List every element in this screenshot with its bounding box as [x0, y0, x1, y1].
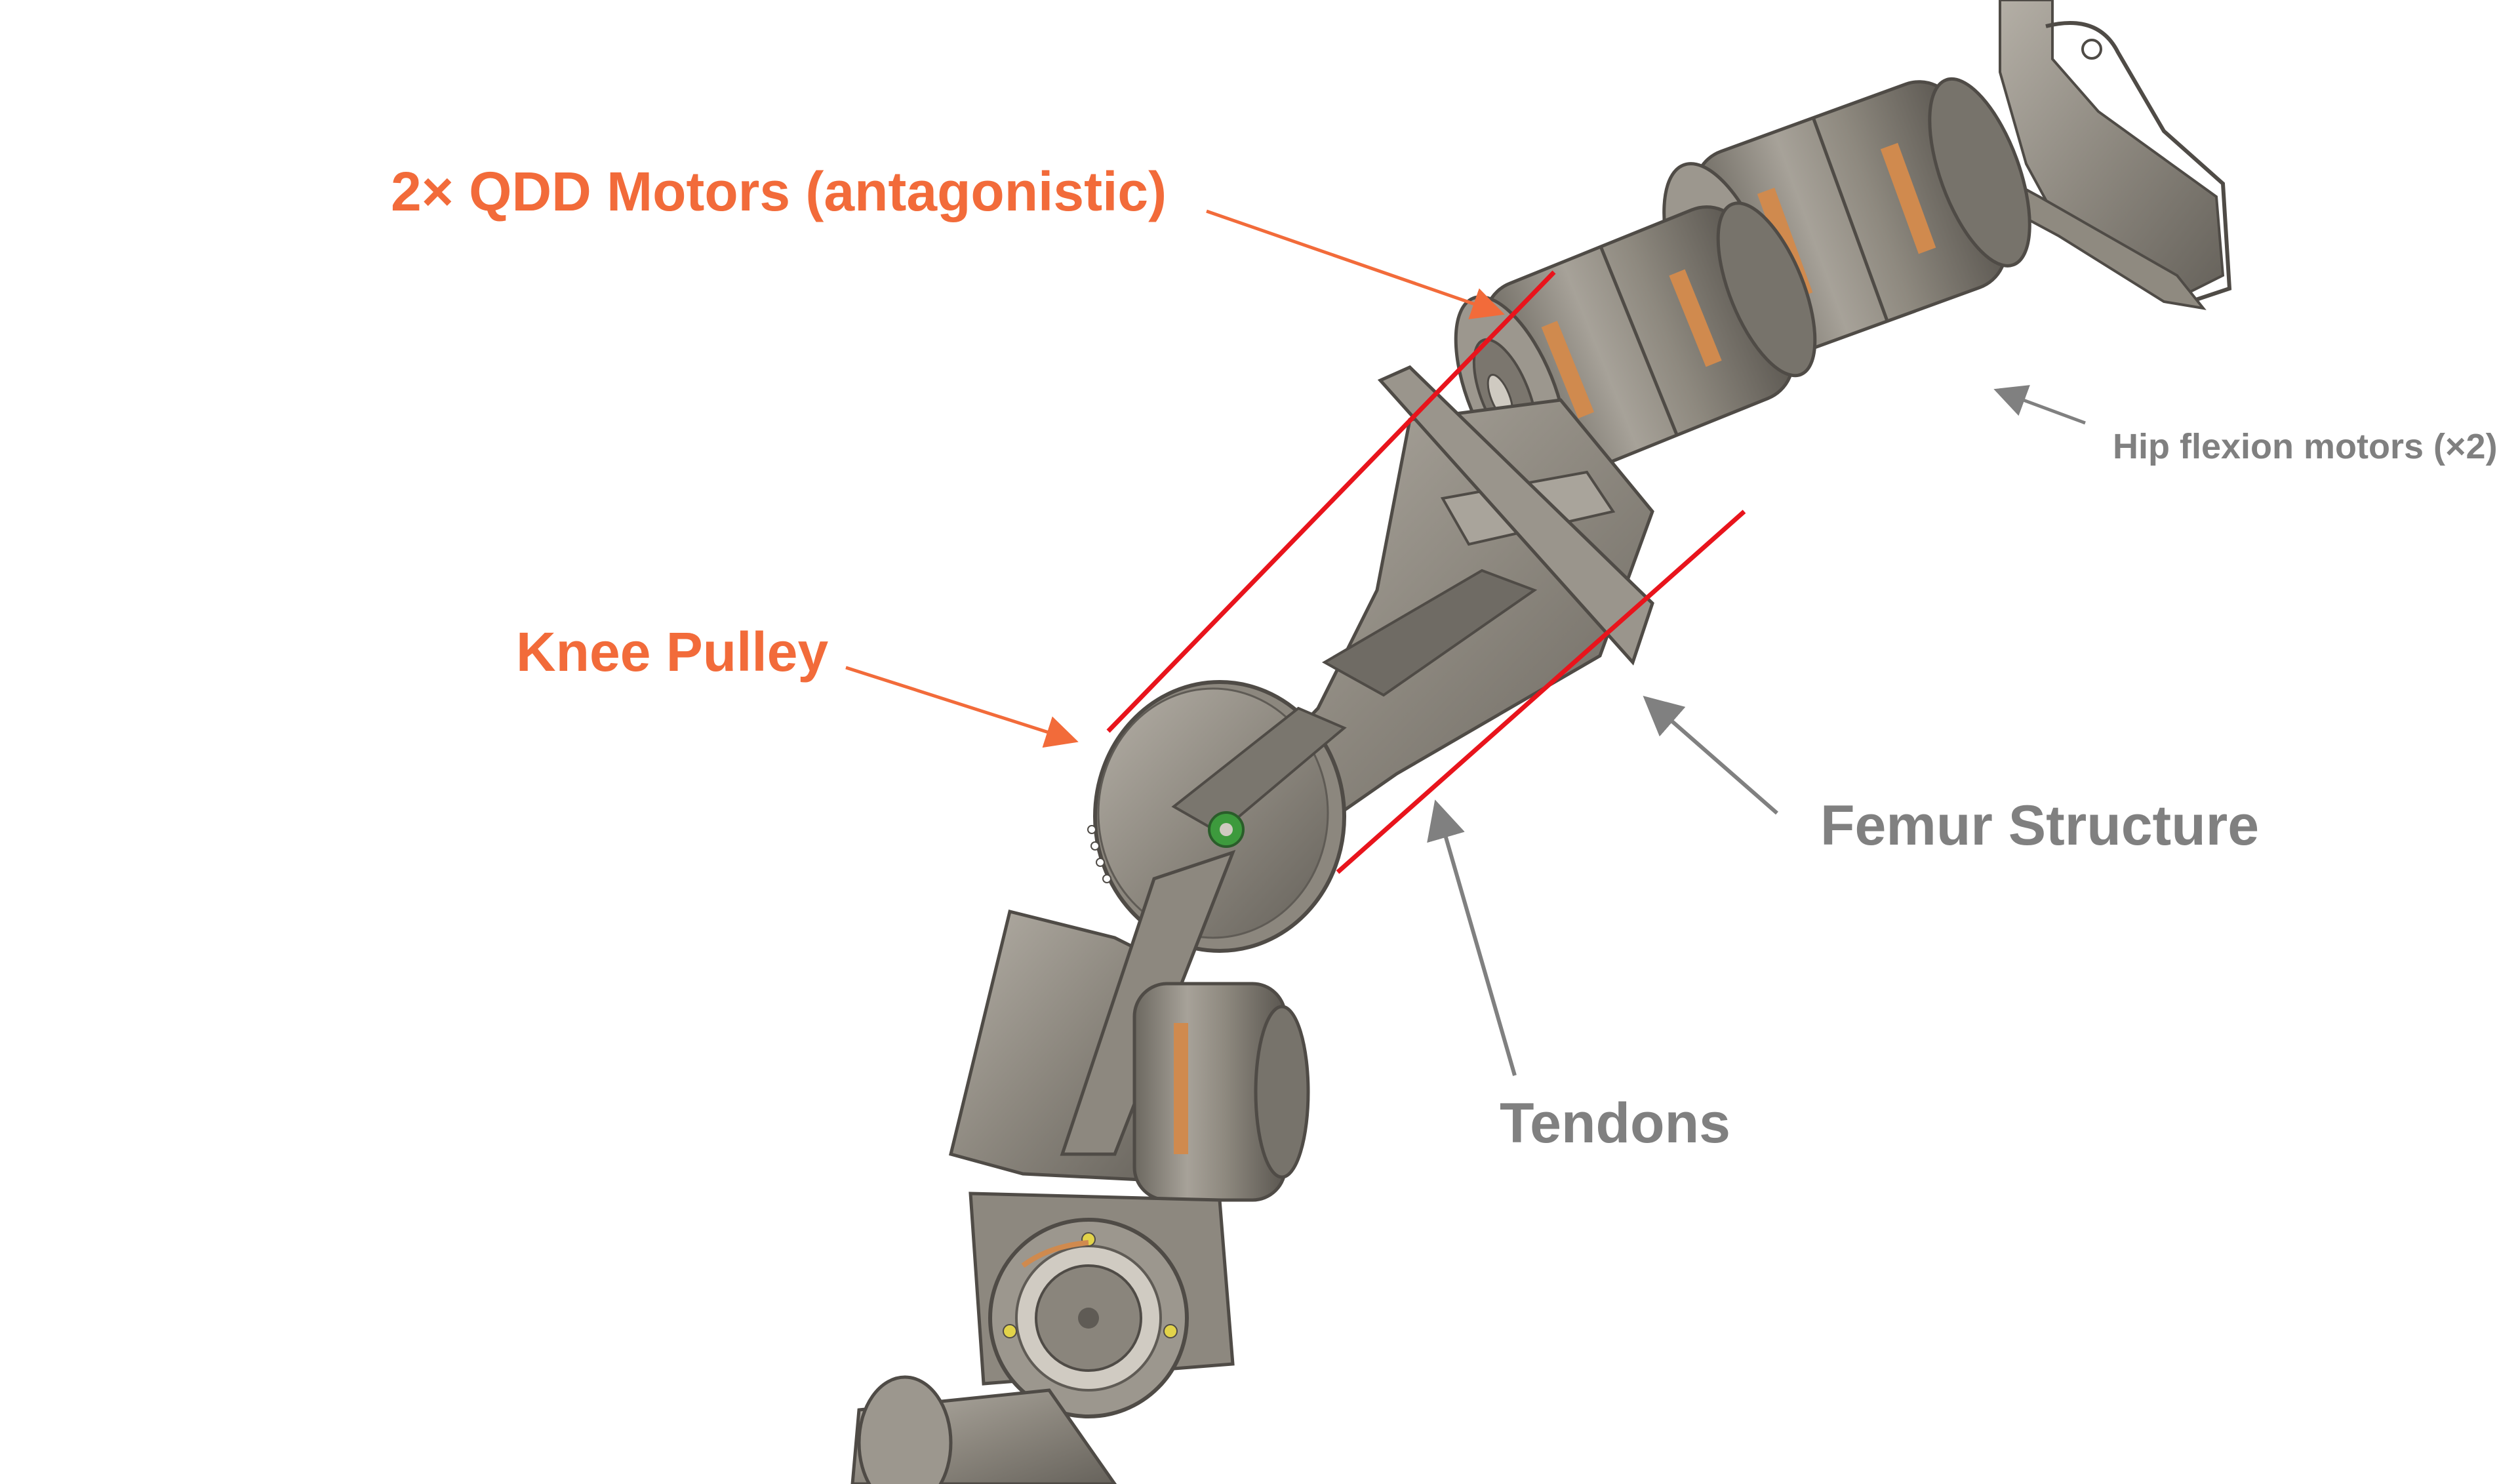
label-hip-flexion-motors: Hip flexion motors (×2): [2113, 427, 2498, 466]
arrow-icon: [1427, 799, 1517, 1076]
label-tendons: Tendons: [1500, 1092, 1730, 1155]
label-qdd-motors: 2× QDD Motors (antagonistic): [391, 161, 1167, 222]
arrow-icon: [1206, 209, 1505, 319]
arrow-icon: [845, 666, 1079, 748]
arrow-icon: [1643, 696, 1778, 815]
leader-arrows: [845, 209, 2086, 1076]
shin-assembly: [948, 849, 1310, 1202]
knee-pulley: [1087, 680, 1347, 953]
arrow-icon: [1993, 385, 2086, 425]
tendons: [1106, 270, 1746, 874]
tendon-upper: [1106, 270, 1556, 733]
ankle-motor: [850, 1192, 1235, 1484]
tendon-lower: [1336, 510, 1746, 874]
label-knee-pulley: Knee Pulley: [516, 621, 829, 683]
label-femur-structure: Femur Structure: [1820, 794, 2260, 857]
